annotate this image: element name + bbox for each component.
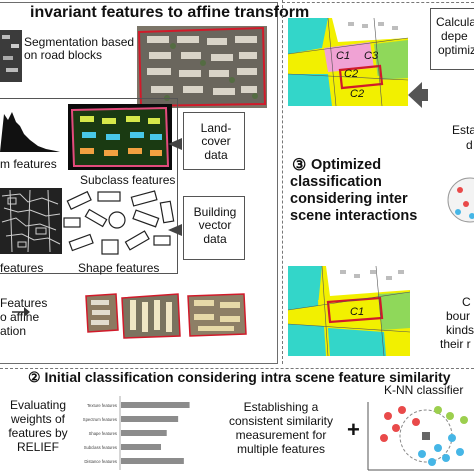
step3-map-bottom <box>287 265 411 357</box>
relief-label: Evaluating weights of features by RELIEF <box>8 398 68 455</box>
map-bottom-label-c1: C1 <box>350 306 365 318</box>
weight-bar <box>121 458 184 464</box>
step3-box-top-line1: Calcula <box>436 15 474 29</box>
subclass-features-image <box>68 104 172 170</box>
shape-features-image <box>63 190 175 255</box>
plus-sign: + <box>347 417 360 442</box>
weight-bar <box>121 444 161 450</box>
weight-bar-label: Texture features <box>87 403 117 408</box>
building-vector-box <box>183 196 245 260</box>
map-label-c3: C3 <box>364 50 379 62</box>
step3-box-top-line3: optimiz <box>438 43 474 57</box>
map-label-c2: C2 <box>344 68 359 80</box>
subclass-features-label: Subclass features <box>80 173 176 187</box>
map-label-c2b: C2 <box>350 88 365 100</box>
step1-panel <box>0 2 278 364</box>
arrow-affine <box>12 307 30 317</box>
step3-bot-line2: bour <box>446 309 471 323</box>
invariant-features-label-1: Features <box>0 296 48 310</box>
similarity-label: Establishing a consistent similarity mea… <box>228 400 334 457</box>
weight-bar <box>121 430 167 436</box>
weight-bar <box>121 416 179 422</box>
weight-bar-label: Shape features <box>89 431 117 436</box>
weight-bar-label: Spectrum features <box>83 417 117 422</box>
step3-mid-line1: Esta <box>452 123 474 137</box>
step3-box-top <box>430 8 474 70</box>
building-shape-image-3 <box>186 292 248 338</box>
map-label-c1: C1 <box>336 50 351 62</box>
step3-bot-line4: their r <box>440 337 471 351</box>
shape-features-label: Shape features <box>78 261 160 275</box>
step2-top-border <box>0 368 474 369</box>
step3-title-number: ③ <box>292 157 307 174</box>
landcover-data-box <box>183 112 245 170</box>
step3-title: Optimized classification considering int… <box>290 157 418 225</box>
weight-bar-label: Distance features <box>84 459 117 464</box>
step3-top-border <box>282 2 474 3</box>
arrow-building <box>168 224 182 236</box>
texture-features-label: features <box>0 261 44 275</box>
step1-title: invariant features to affine transform <box>30 4 310 21</box>
texture-image <box>0 188 62 254</box>
knn-scatter <box>367 402 474 471</box>
weight-bar-label: Subclass features <box>84 445 117 450</box>
arrow-landcover <box>168 138 182 150</box>
step2-title: ② Initial classification considering int… <box>28 369 451 385</box>
building-shape-image-1 <box>82 292 120 334</box>
segmentation-label: Segmentation based on road blocks <box>24 35 135 63</box>
spectrum-features-label: m features <box>0 157 57 171</box>
step3-scatter-partial <box>447 177 474 223</box>
invariant-features-label-3: ation <box>0 324 27 338</box>
step3-map-top <box>287 17 409 107</box>
spectrum-histogram <box>0 104 60 154</box>
step3-bot-line1: C <box>462 295 471 309</box>
step3-divider <box>282 0 283 364</box>
step3-mid-line2: d <box>466 138 473 152</box>
building-vector-label: Building vector data <box>193 205 237 246</box>
invariant-features-label-2: o affine <box>0 310 40 324</box>
step3-bot-line3: kinds <box>446 323 474 337</box>
segmentation-image-left <box>0 30 22 82</box>
feature-subbox <box>0 98 178 274</box>
building-shape-image-2 <box>120 292 182 340</box>
knn-label: K-NN classifier <box>384 383 464 397</box>
road-block-image <box>137 26 267 108</box>
step3-box-top-line2: depe <box>441 29 468 43</box>
arrow-step3-top <box>408 82 428 108</box>
weight-bar <box>121 402 190 408</box>
landcover-data-label: Land-cover data <box>200 121 232 162</box>
